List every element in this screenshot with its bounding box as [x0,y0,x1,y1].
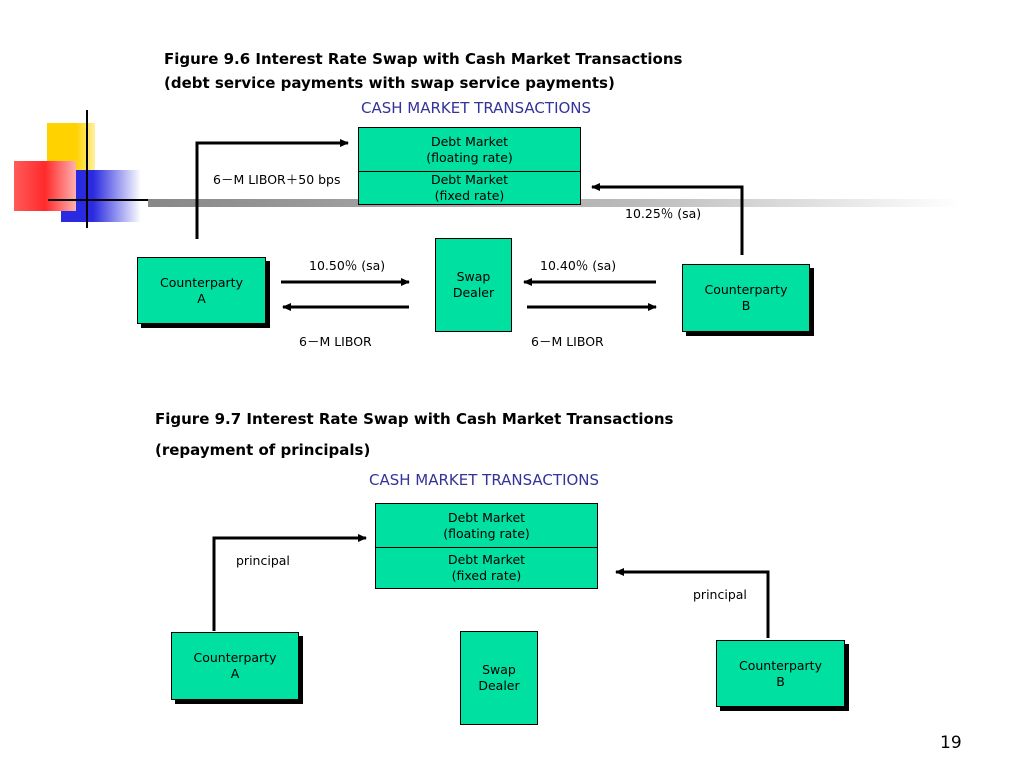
label-principal-b: principal [693,587,747,602]
figure-9-7-title-line1: Figure 9.7 Interest Rate Swap with Cash … [155,410,674,428]
arrow-principal-a-to-market [212,534,367,631]
label-dealer-to-a: 6－M LIBOR [299,334,372,349]
debt-market-fixed-box: Debt Market(fixed rate) [358,171,581,205]
label-principal-a: principal [236,553,290,568]
label-b-to-dealer: 6－M LIBOR [531,334,604,349]
figure-9-6-title-line1: Figure 9.6 Interest Rate Swap with Cash … [164,50,683,68]
label-a-to-market: 6－M LIBOR＋50 bps [213,172,341,187]
arrow-a-to-floating-market [195,139,349,239]
figure-9-6-subhead: CASH MARKET TRANSACTIONS [361,99,592,117]
debt-market-floating-box-2: Debt Market(floating rate) [375,503,598,548]
debt-market-floating-box: Debt Market(floating rate) [358,127,581,172]
decorative-logo [10,105,150,230]
page-number: 19 [940,733,962,753]
label-a-to-dealer: 10.50％ (sa) [309,258,386,273]
figure-9-7-subhead: CASH MARKET TRANSACTIONS [369,471,600,489]
logo-horizontal-line [48,199,150,201]
arrow-principal-b-to-market [615,568,770,638]
label-b-to-market: 10.25％ (sa) [625,206,702,221]
figure-9-7-title-line2: (repayment of principals) [155,441,371,459]
arrow-b-to-fixed-market [591,183,744,255]
logo-vertical-line [86,110,88,228]
figure-9-6-title-line2: (debt service payments with swap service… [164,74,615,92]
debt-market-fixed-box-2: Debt Market(fixed rate) [375,547,598,589]
logo-red-square [14,161,76,211]
label-dealer-to-b: 10.40％ (sa) [540,258,617,273]
